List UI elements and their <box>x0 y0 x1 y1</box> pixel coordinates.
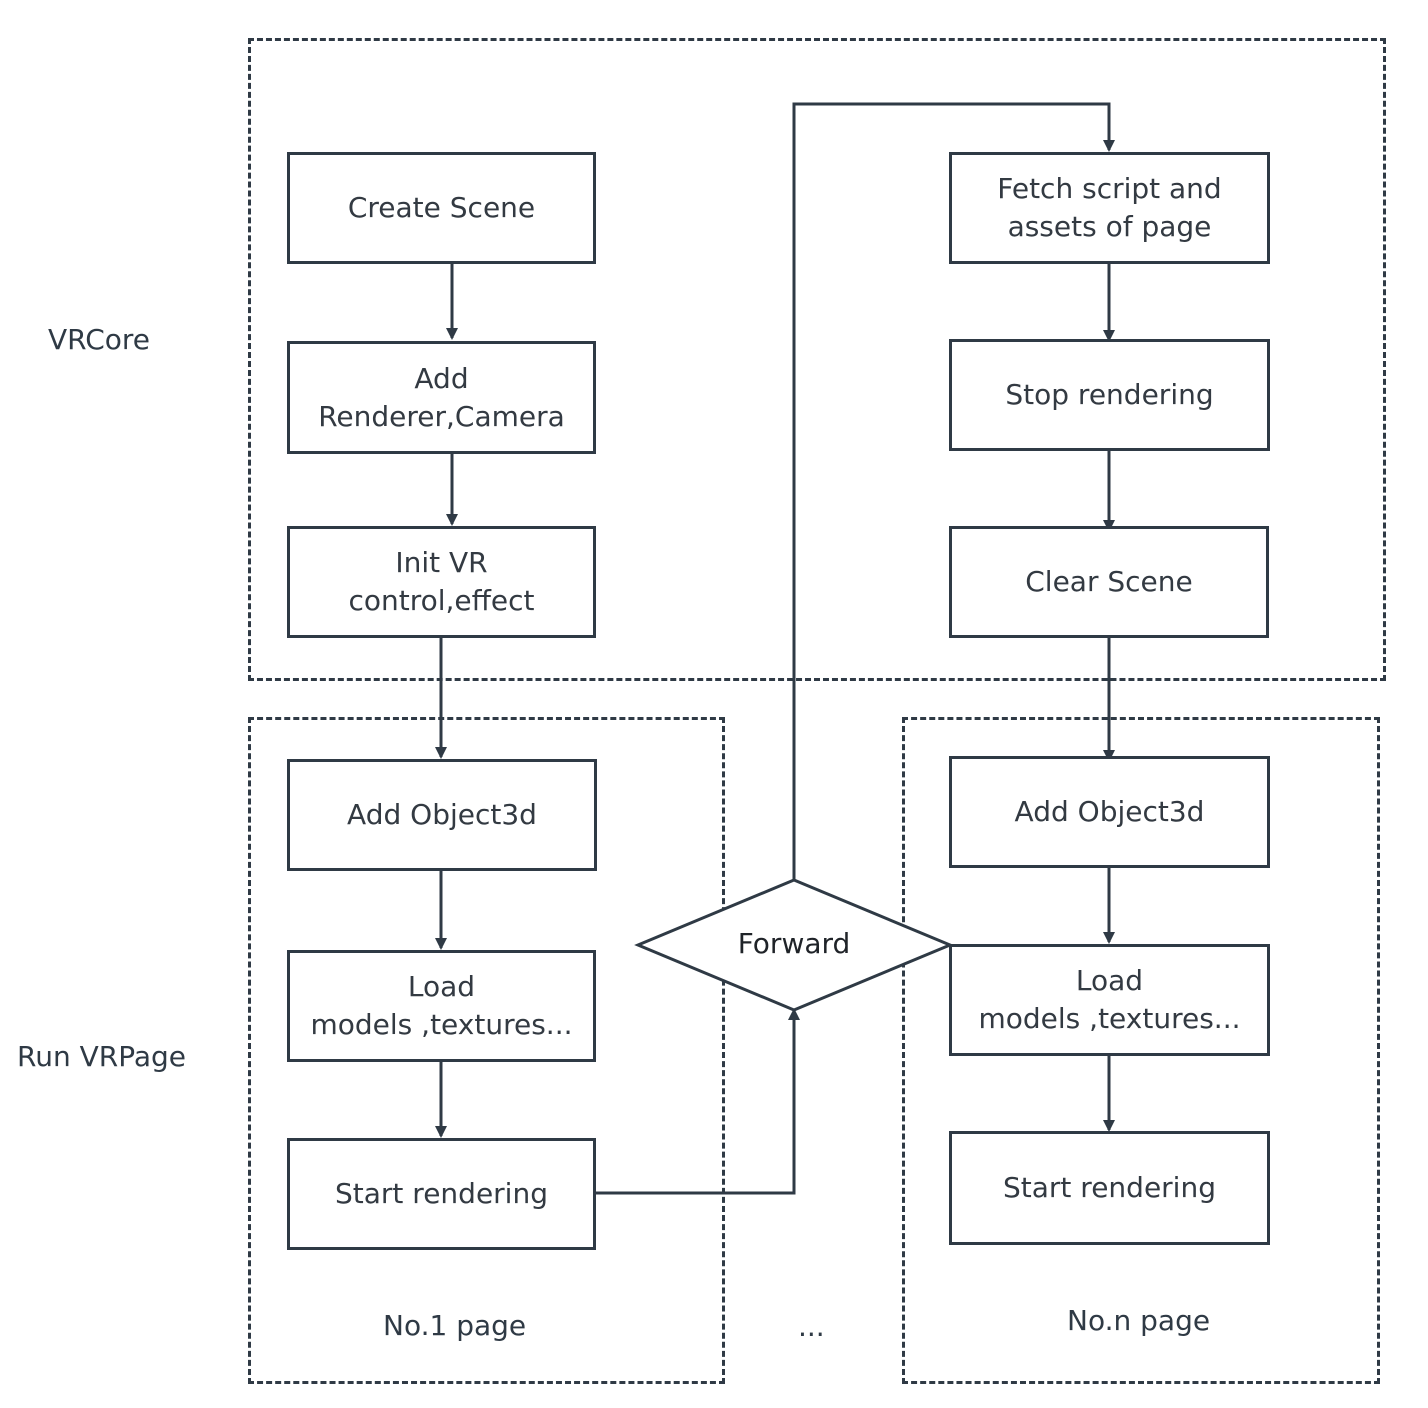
stop-rendering-node: Stop rendering <box>949 339 1270 451</box>
create-scene-node: Create Scene <box>287 152 596 264</box>
add-renderer-camera-node: Add Renderer,Camera <box>287 341 596 454</box>
pagen-region <box>902 717 1380 1384</box>
run-vrpage-label: Run VRPage <box>17 1040 186 1073</box>
page1-region <box>248 717 725 1384</box>
vrcore-region <box>248 38 1386 681</box>
vrcore-label: VRCore <box>48 323 151 356</box>
ellipsis-label: ... <box>798 1310 825 1343</box>
page1-label: No.1 page <box>383 1309 527 1342</box>
add-object3d-node-page1: Add Object3d <box>287 759 597 871</box>
pagen-label: No.n page <box>1067 1304 1211 1337</box>
arrow-forward-to-fetch-script <box>792 102 1115 880</box>
add-object3d-node-pagen: Add Object3d <box>949 756 1270 868</box>
start-rendering-node-page1: Start rendering <box>287 1138 596 1250</box>
start-rendering-node-pagen: Start rendering <box>949 1131 1270 1245</box>
arrow-start-rendering-to-forward <box>595 1008 800 1195</box>
fetch-script-node: Fetch script and assets of page <box>949 152 1270 264</box>
load-models-node-pagen: Load models ,textures... <box>949 944 1270 1056</box>
clear-scene-node: Clear Scene <box>949 526 1269 638</box>
load-models-node-page1: Load models ,textures... <box>287 950 596 1062</box>
init-vr-node: Init VR control,effect <box>287 526 596 638</box>
forward-decision-label: Forward <box>737 927 851 960</box>
